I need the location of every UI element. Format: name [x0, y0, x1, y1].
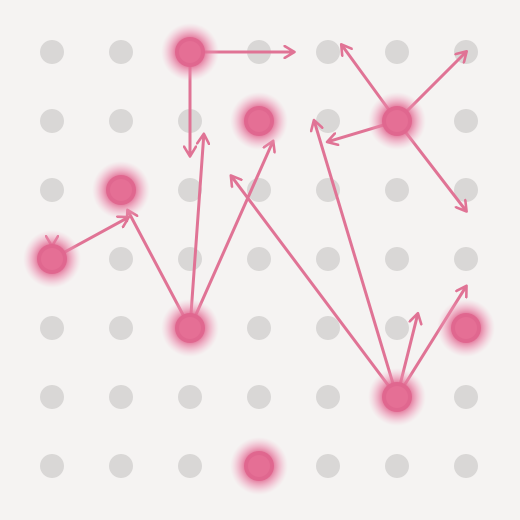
node-core: [248, 110, 270, 132]
empty-dot[interactable]: [316, 385, 340, 409]
active-node[interactable]: [437, 299, 495, 357]
empty-dot[interactable]: [316, 40, 340, 64]
node-core: [179, 317, 201, 339]
empty-dot[interactable]: [40, 40, 64, 64]
empty-dot[interactable]: [385, 454, 409, 478]
empty-dot[interactable]: [109, 454, 133, 478]
active-node[interactable]: [368, 92, 426, 150]
empty-dot[interactable]: [40, 109, 64, 133]
empty-dot[interactable]: [454, 385, 478, 409]
empty-dot[interactable]: [247, 385, 271, 409]
node-core: [110, 179, 132, 201]
empty-dot[interactable]: [385, 178, 409, 202]
active-node[interactable]: [230, 437, 288, 495]
empty-dot[interactable]: [40, 178, 64, 202]
empty-dot[interactable]: [454, 247, 478, 271]
empty-dot[interactable]: [316, 109, 340, 133]
empty-dot[interactable]: [178, 385, 202, 409]
move-arrow: [128, 211, 185, 318]
empty-dot[interactable]: [454, 178, 478, 202]
empty-dot[interactable]: [385, 316, 409, 340]
node-core: [41, 248, 63, 270]
empty-dot[interactable]: [109, 385, 133, 409]
empty-dot[interactable]: [109, 316, 133, 340]
move-arrow: [194, 142, 273, 317]
empty-dot[interactable]: [109, 109, 133, 133]
empty-dot[interactable]: [40, 316, 64, 340]
active-node[interactable]: [230, 92, 288, 150]
node-core: [455, 317, 477, 339]
node-core: [386, 386, 408, 408]
active-node[interactable]: [92, 161, 150, 219]
empty-dot[interactable]: [316, 247, 340, 271]
move-arrow: [314, 121, 395, 386]
empty-dot[interactable]: [385, 247, 409, 271]
node-core: [386, 110, 408, 132]
active-node[interactable]: [161, 23, 219, 81]
move-arrow: [189, 135, 204, 316]
arrow-layer: [52, 45, 466, 388]
empty-dot[interactable]: [247, 316, 271, 340]
empty-dot[interactable]: [316, 454, 340, 478]
empty-dot[interactable]: [454, 109, 478, 133]
move-arrow: [231, 176, 391, 388]
empty-dot[interactable]: [178, 454, 202, 478]
active-node[interactable]: [23, 230, 81, 288]
active-node[interactable]: [368, 368, 426, 426]
empty-dot[interactable]: [316, 316, 340, 340]
empty-dot[interactable]: [454, 454, 478, 478]
empty-dot[interactable]: [247, 247, 271, 271]
empty-dot[interactable]: [40, 385, 64, 409]
active-node-layer: [23, 23, 495, 495]
empty-dot-layer: [40, 40, 478, 478]
empty-dot[interactable]: [178, 247, 202, 271]
active-node[interactable]: [161, 299, 219, 357]
empty-dot[interactable]: [109, 247, 133, 271]
node-core: [179, 41, 201, 63]
empty-dot[interactable]: [178, 178, 202, 202]
empty-dot[interactable]: [109, 40, 133, 64]
move-arrow: [404, 130, 466, 211]
node-core: [248, 455, 270, 477]
empty-dot[interactable]: [385, 40, 409, 64]
empty-dot[interactable]: [40, 454, 64, 478]
